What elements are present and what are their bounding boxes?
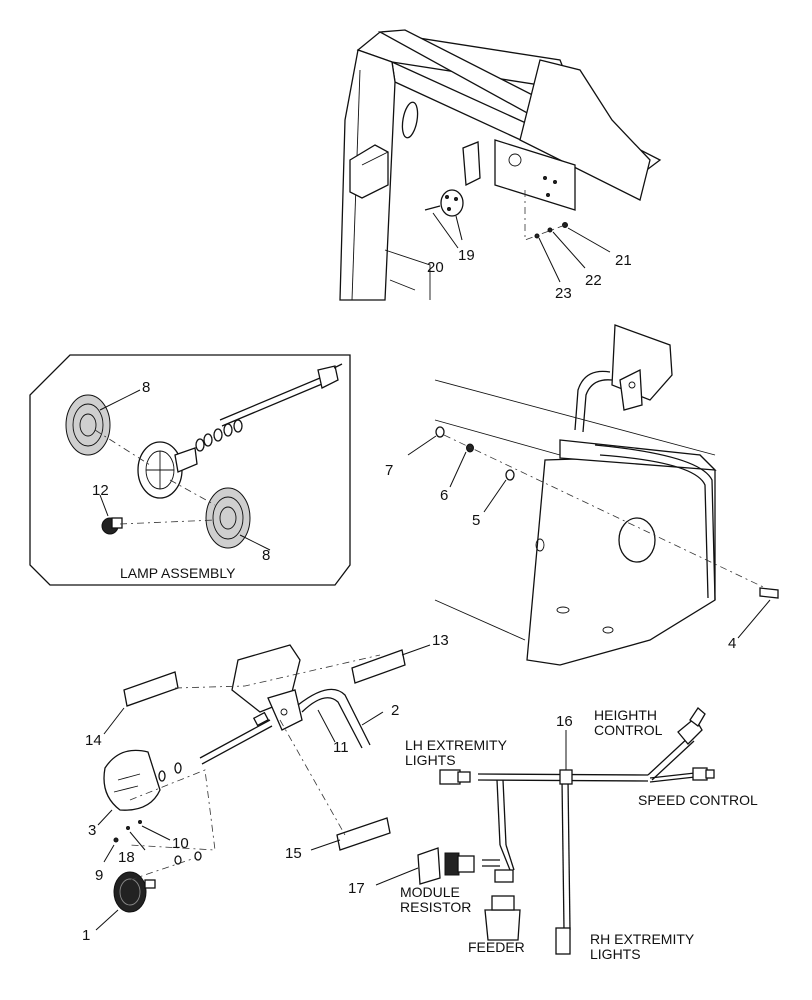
callout-22: 22 [585,272,602,289]
module-resistor-caption-line1: MODULE [400,884,460,900]
lamp-assembly-caption: LAMP ASSEMBLY [120,565,236,581]
callout-19: 19 [458,247,475,264]
module-resistor-caption-line2: RESISTOR [400,899,471,915]
callout-11: 11 [333,739,349,756]
callout-14: 14 [85,732,102,749]
rh-extremity-caption-line2: LIGHTS [590,946,641,962]
captions: LAMP ASSEMBLY LH EXTREMITY LIGHTS HEIGHT… [120,565,758,962]
callout-labels: 1 2 3 4 5 6 7 8 8 9 10 11 12 13 14 15 16… [82,247,736,944]
callout-13: 13 [432,632,449,649]
feeder-caption: FEEDER [468,939,525,955]
lh-extremity-caption-line2: LIGHTS [405,752,456,768]
callout-2: 2 [391,702,399,719]
lamp-assembly-inset [29,354,351,586]
heighth-control-caption-line1: HEIGHTH [594,707,657,723]
top-frame-assembly [339,29,662,301]
callout-8-bottom: 8 [262,547,270,564]
callout-18: 18 [118,849,135,866]
callout-12: 12 [92,482,109,499]
callout-3: 3 [88,822,96,839]
callout-17: 17 [348,880,365,897]
right-shield-assembly [407,324,781,666]
lower-left-lamp-assembly [95,644,431,931]
speed-control-caption: SPEED CONTROL [638,792,758,808]
callout-20: 20 [427,259,444,276]
callout-16: 16 [556,713,573,730]
callout-9: 9 [95,867,103,884]
callout-21: 21 [615,252,632,269]
callout-1: 1 [82,927,90,944]
callout-4: 4 [728,635,736,652]
callout-6: 6 [440,487,448,504]
callout-5: 5 [472,512,480,529]
lh-extremity-caption-line1: LH EXTREMITY [405,737,508,753]
heighth-control-caption-line2: CONTROL [594,722,663,738]
callout-23: 23 [555,285,572,302]
callout-8-top: 8 [142,379,150,396]
wiring-harness [375,707,715,955]
callout-10: 10 [172,835,189,852]
callout-15: 15 [285,845,302,862]
callout-7: 7 [385,462,393,479]
rh-extremity-caption-line1: RH EXTREMITY [590,931,695,947]
